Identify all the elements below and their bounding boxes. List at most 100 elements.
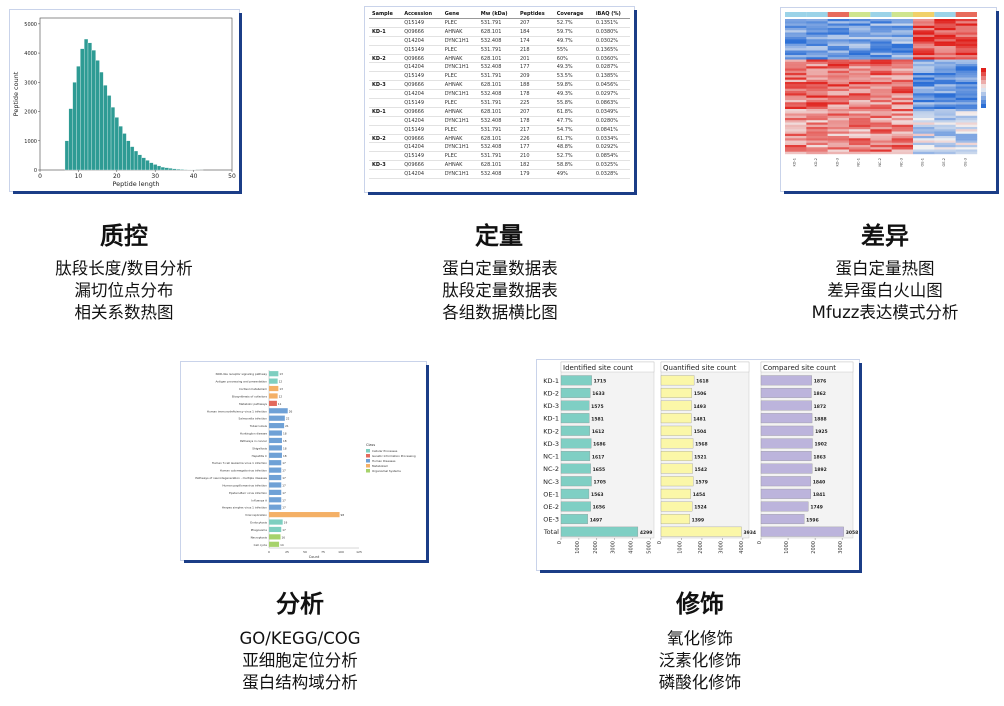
annotation-bar bbox=[891, 12, 913, 17]
bar-value-label: 17 bbox=[282, 469, 286, 473]
heatmap-cell bbox=[849, 133, 871, 137]
heatmap-cell bbox=[955, 19, 978, 22]
heatmap-cell bbox=[934, 32, 956, 35]
x-axis-label: Count bbox=[309, 555, 320, 559]
heatmap-cell bbox=[827, 133, 850, 137]
table-cell: 48.8% bbox=[553, 142, 593, 153]
color-key-swatch bbox=[981, 104, 986, 108]
heatmap-cell bbox=[785, 127, 807, 130]
heatmap-cell bbox=[849, 37, 871, 40]
heatmap-cell bbox=[849, 73, 871, 76]
heatmap-cell bbox=[913, 115, 935, 119]
y-tick-label: 4000 bbox=[24, 51, 37, 57]
bar-value-label: 98 bbox=[341, 513, 345, 517]
heatmap-column-label: KD-2 bbox=[814, 158, 818, 166]
heatmap-cell bbox=[955, 124, 978, 128]
bar-value-label: 1715 bbox=[594, 379, 607, 385]
heatmap-cell bbox=[806, 102, 828, 105]
heatmap-cell bbox=[806, 59, 828, 62]
table-cell: 58.8% bbox=[553, 160, 593, 171]
heatmap-cell bbox=[870, 70, 892, 74]
table-cell: 531.791 bbox=[477, 71, 517, 82]
sample-label: KD-3 bbox=[543, 440, 559, 448]
sample-cell: KD-1 bbox=[369, 107, 402, 117]
x-tick-label: 2000 bbox=[698, 541, 704, 554]
heatmap-cell bbox=[849, 88, 871, 92]
heatmap-cell bbox=[806, 97, 828, 101]
heatmap-cell bbox=[955, 106, 978, 110]
x-tick-label: 10 bbox=[75, 173, 83, 180]
heatmap-column-label: KD-1 bbox=[793, 158, 797, 166]
heatmap-cell bbox=[849, 79, 871, 83]
legend-swatch bbox=[366, 459, 370, 463]
x-tick-label: 1000 bbox=[677, 541, 683, 554]
heatmap-cell bbox=[955, 84, 978, 87]
heatmap-cell bbox=[934, 122, 956, 125]
heatmap-cell bbox=[955, 149, 978, 152]
table-cell: AHNAK bbox=[441, 134, 478, 144]
heatmap-cell bbox=[870, 133, 892, 137]
table-cell: PLEC bbox=[441, 98, 478, 108]
heatmap-cell bbox=[955, 48, 978, 51]
heatmap-cell bbox=[806, 75, 828, 78]
heatmap-cell bbox=[785, 151, 807, 155]
sample-label: Total bbox=[543, 528, 559, 536]
heatmap-cell bbox=[913, 106, 935, 110]
heatmap-cell bbox=[870, 140, 892, 143]
table-cell: 55.8% bbox=[553, 98, 593, 108]
heatmap-cell bbox=[934, 55, 956, 58]
table-cell: 0.0380% bbox=[592, 27, 630, 37]
heatmap-cell bbox=[870, 147, 892, 150]
heatmap-column-label: NC-3 bbox=[899, 158, 903, 167]
x-tick-label: 0 bbox=[268, 550, 270, 554]
site-count-bar bbox=[760, 387, 812, 398]
sample-cell bbox=[369, 89, 402, 100]
heatmap-cell bbox=[849, 102, 871, 105]
heatmap-cell bbox=[891, 84, 914, 87]
x-tick-label: 20 bbox=[113, 173, 121, 180]
bar-value-label: 1399 bbox=[692, 517, 705, 523]
table-cell: 532.408 bbox=[477, 116, 517, 126]
table-cell: Q09666 bbox=[401, 27, 442, 37]
heatmap-cell bbox=[785, 37, 807, 40]
bar-value-label: 1749 bbox=[810, 505, 823, 511]
heatmap-cell bbox=[934, 138, 956, 141]
heatmap-cell bbox=[785, 91, 807, 94]
table-cell: Q14204 bbox=[401, 36, 442, 46]
heatmap-cell bbox=[827, 23, 850, 26]
heatmap-cell bbox=[785, 68, 807, 71]
x-tick-label: 75 bbox=[321, 550, 325, 554]
heatmap-cell bbox=[785, 131, 807, 134]
heatmap-cell bbox=[891, 106, 914, 110]
bar-value-label: 1705 bbox=[593, 480, 606, 486]
table-cell: 182 bbox=[516, 160, 554, 171]
heatmap-cell bbox=[870, 131, 892, 134]
category-label: Salmonella infection bbox=[238, 417, 267, 421]
heatmap-cell bbox=[870, 48, 892, 51]
heatmap-cell bbox=[827, 82, 850, 85]
diff-line-3: Mfuzz表达模式分析 bbox=[811, 303, 959, 322]
heatmap-cell bbox=[849, 131, 871, 134]
heatmap-cell bbox=[827, 84, 850, 87]
heatmap-cell bbox=[849, 106, 871, 110]
category-label: Phagosome bbox=[251, 528, 268, 532]
heatmap-cell bbox=[891, 59, 914, 62]
histogram-bar bbox=[68, 108, 73, 171]
heatmap-cell bbox=[955, 111, 978, 114]
heatmap-cell bbox=[785, 25, 807, 29]
heatmap-cell bbox=[955, 120, 978, 123]
heatmap-cell bbox=[785, 70, 807, 74]
histogram-bar bbox=[87, 42, 92, 171]
heatmap-cell bbox=[827, 151, 850, 155]
site-count-bar bbox=[760, 488, 811, 499]
heatmap-cell bbox=[913, 120, 935, 123]
heatmap-cell bbox=[870, 82, 892, 85]
heatmap-cell bbox=[827, 127, 850, 130]
sample-cell bbox=[369, 169, 402, 180]
heatmap-cell bbox=[806, 147, 828, 150]
heatmap-cell bbox=[849, 50, 871, 53]
heatmap-cell bbox=[870, 100, 892, 103]
heatmap-cell bbox=[849, 124, 871, 128]
